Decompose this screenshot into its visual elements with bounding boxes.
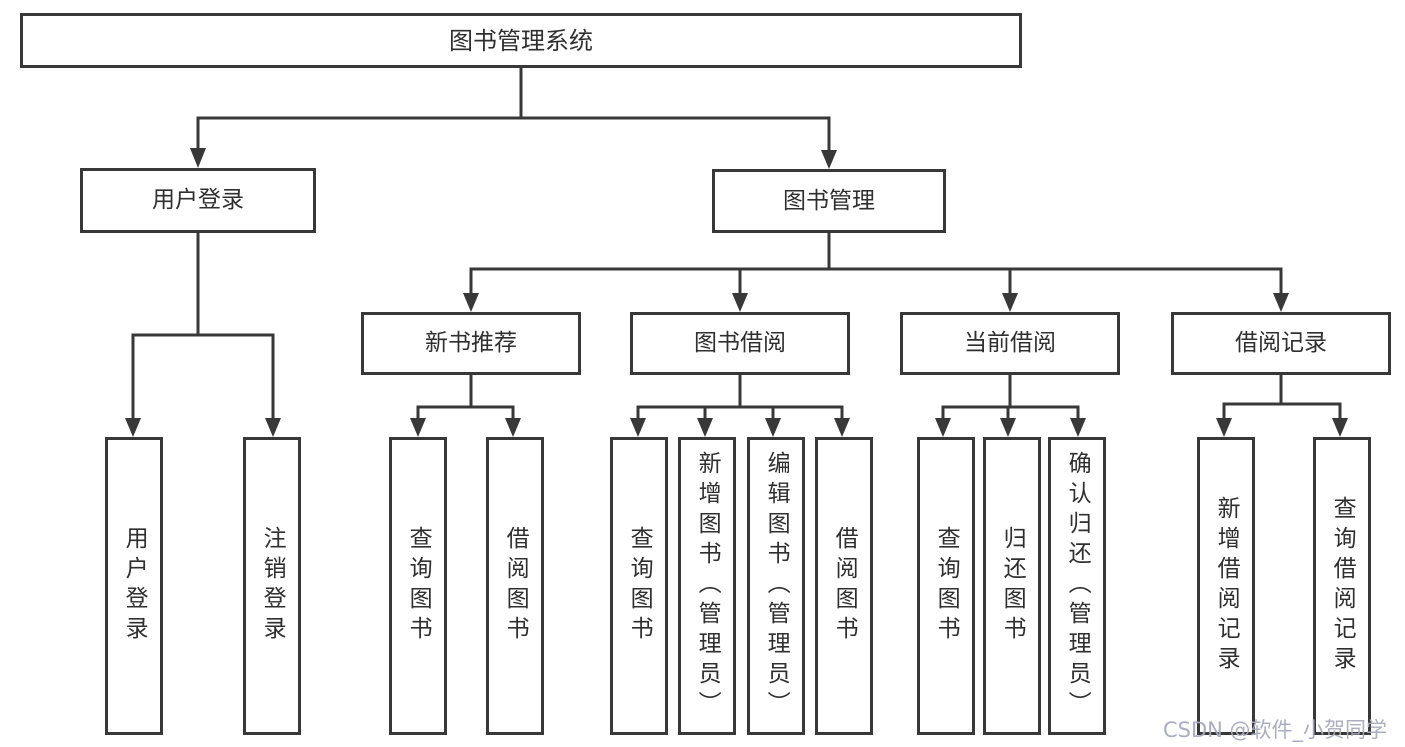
leaf-label: 借阅图书 <box>831 526 858 646</box>
node-book-management: 图书管理 <box>712 169 946 233</box>
leaf-borrow-add-book-admin: 新增图书（管理员） <box>678 437 736 735</box>
node-current-borrow: 当前借阅 <box>900 312 1120 375</box>
leaf-borrow-borrow-book: 借阅图书 <box>815 437 873 735</box>
node-new-book-recommend: 新书推荐 <box>361 312 581 375</box>
leaf-label: 查询图书 <box>626 526 653 646</box>
leaf-label: 编辑图书（管理员） <box>763 451 790 721</box>
node-book-borrow: 图书借阅 <box>630 312 850 375</box>
leaf-label: 查询借阅记录 <box>1329 496 1356 676</box>
leaf-logout-login: 注销登录 <box>243 437 301 735</box>
leaf-newbook-query-book: 查询图书 <box>389 437 447 735</box>
leaf-label: 注销登录 <box>259 526 286 646</box>
leaf-label: 新增图书（管理员） <box>694 451 721 721</box>
leaf-label: 确认归还（管理员） <box>1064 451 1091 721</box>
leaf-current-query-book: 查询图书 <box>917 437 975 735</box>
node-user-login: 用户登录 <box>80 168 316 233</box>
leaf-borrow-query-book: 查询图书 <box>610 437 668 735</box>
leaf-label: 新增借阅记录 <box>1213 496 1240 676</box>
leaf-records-add-record: 新增借阅记录 <box>1197 437 1255 735</box>
node-borrow-records: 借阅记录 <box>1171 312 1391 375</box>
watermark-text: CSDN @软件_小贺同学 <box>1163 718 1388 742</box>
leaf-current-return-book: 归还图书 <box>983 437 1041 735</box>
leaf-records-query-record: 查询借阅记录 <box>1313 437 1371 735</box>
node-library-management-system: 图书管理系统 <box>20 13 1022 68</box>
leaf-label: 用户登录 <box>121 526 148 646</box>
leaf-label: 归还图书 <box>999 526 1026 646</box>
leaf-label: 借阅图书 <box>502 526 529 646</box>
leaf-label: 查询图书 <box>933 526 960 646</box>
leaf-current-confirm-return-admin: 确认归还（管理员） <box>1048 437 1106 735</box>
leaf-borrow-edit-book-admin: 编辑图书（管理员） <box>747 437 805 735</box>
leaf-newbook-borrow-book: 借阅图书 <box>486 437 544 735</box>
leaf-user-login: 用户登录 <box>105 437 163 735</box>
leaf-label: 查询图书 <box>405 526 432 646</box>
